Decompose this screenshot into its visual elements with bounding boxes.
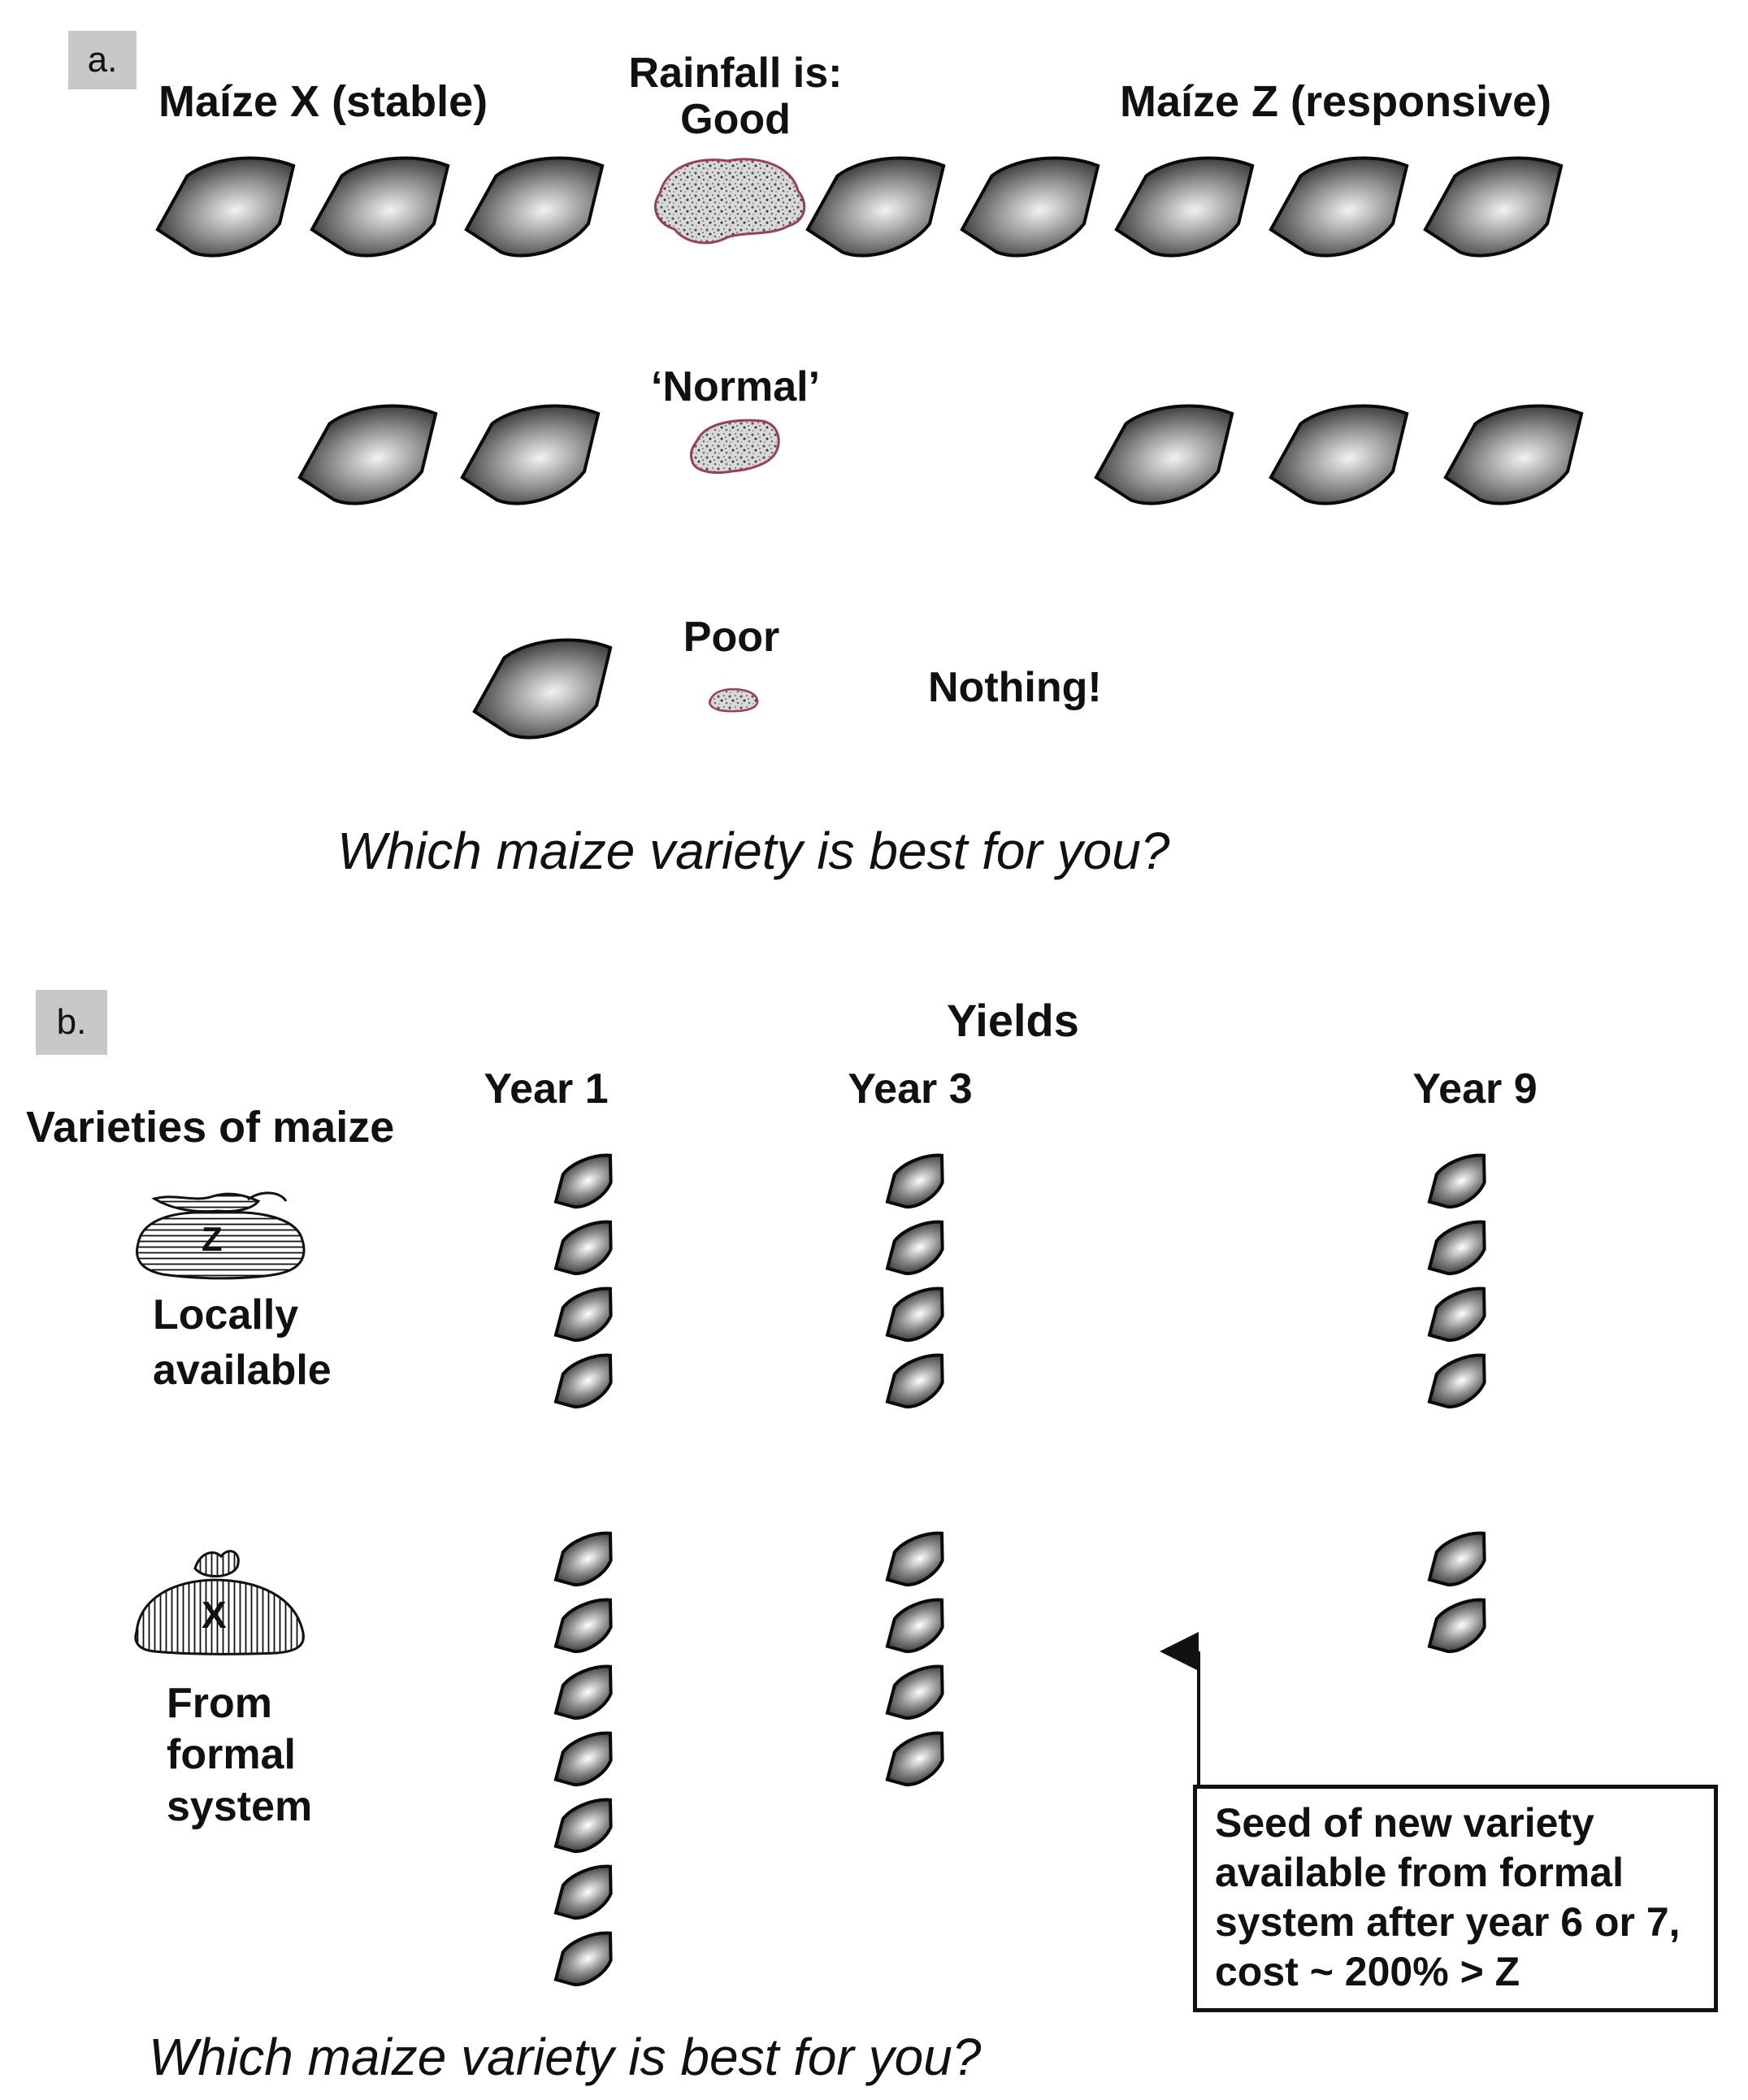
maize-x-kernel [310, 156, 450, 258]
yield-seed-kernel [1427, 1598, 1486, 1653]
rainfall-good-icon [653, 158, 806, 245]
yield-seed-kernel [553, 1798, 613, 1853]
yield-seed-kernel [553, 1531, 613, 1586]
panel-a-question: Which maize variety is best for you? [337, 822, 1170, 880]
rainfall-normal-label: ‘Normal’ [650, 363, 821, 410]
yield-seed-kernel [553, 1220, 613, 1275]
variety-z-nothing-label: Nothing! [928, 664, 1102, 711]
maize-z-kernel [1269, 404, 1409, 505]
year-3-header: Year 3 [848, 1065, 973, 1113]
seed-bag-z-icon [136, 1191, 306, 1280]
seed-bag-x-icon [134, 1550, 305, 1655]
variety-z-title: Maíze Z (responsive) [1120, 77, 1552, 126]
yield-seed-kernel [1427, 1220, 1486, 1275]
panel-b-tag-text: b. [56, 1002, 87, 1042]
yield-seed-kernel [885, 1531, 944, 1586]
panel-a-tag: a. [68, 31, 137, 89]
variety-x-title: Maíze X (stable) [158, 77, 488, 126]
yields-title: Yields [947, 995, 1079, 1046]
yield-seed-kernel [1427, 1286, 1486, 1342]
yield-seed-kernel [885, 1598, 944, 1653]
yield-seed-kernel [1427, 1153, 1486, 1208]
maize-x-kernel [297, 404, 438, 505]
maize-x-kernel [460, 404, 601, 505]
maize-z-kernel [1114, 156, 1255, 258]
yield-seed-kernel [553, 1353, 613, 1408]
yield-seed-kernel [553, 1598, 613, 1653]
maize-z-kernel [960, 156, 1100, 258]
bag-z-letter: Z [202, 1220, 223, 1258]
varieties-title: Varieties of maize [26, 1103, 395, 1152]
note-box: Seed of new variety available from forma… [1193, 1785, 1718, 2012]
yield-seed-kernel [885, 1220, 944, 1275]
yield-seed-kernel [885, 1353, 944, 1408]
yield-seed-kernel [885, 1664, 944, 1720]
yield-seed-kernel [885, 1153, 944, 1208]
yield-seed-kernel [885, 1286, 944, 1342]
maize-z-kernel [1443, 404, 1584, 505]
yield-kernels [155, 156, 1584, 1986]
yield-seed-kernel [1427, 1531, 1486, 1586]
yield-seed-kernel [553, 1931, 613, 1986]
panel-b-tag: b. [36, 990, 107, 1055]
yield-seed-kernel [553, 1153, 613, 1208]
yield-seed-kernel [1427, 1353, 1486, 1408]
maize-z-kernel [1269, 156, 1409, 258]
maize-z-kernel [1094, 404, 1234, 505]
yield-seed-kernel [553, 1864, 613, 1920]
variety-local-label: Locally available [153, 1291, 332, 1394]
panel-b-question: Which maize variety is best for you? [149, 2028, 982, 2086]
maize-x-kernel [472, 638, 613, 740]
rainfall-poor-label: Poor [683, 614, 780, 661]
maize-z-kernel [1423, 156, 1564, 258]
yield-seed-kernel [553, 1664, 613, 1720]
year-9-header: Year 9 [1412, 1065, 1538, 1113]
year-1-header: Year 1 [484, 1065, 609, 1113]
rainfall-poor-icon [709, 688, 759, 713]
maize-z-kernel [805, 156, 946, 258]
yield-seed-kernel [553, 1286, 613, 1342]
yield-seed-kernel [553, 1731, 613, 1786]
panel-a-tag-text: a. [87, 40, 118, 80]
rainfall-normal-icon [689, 419, 780, 474]
rainfall-title: Rainfall is: Good [628, 50, 843, 144]
variety-formal-label: From formal system [167, 1680, 313, 1830]
maize-x-kernel [155, 156, 296, 258]
maize-x-kernel [464, 156, 605, 258]
bag-x-letter: X [202, 1594, 227, 1636]
yield-seed-kernel [885, 1731, 944, 1786]
